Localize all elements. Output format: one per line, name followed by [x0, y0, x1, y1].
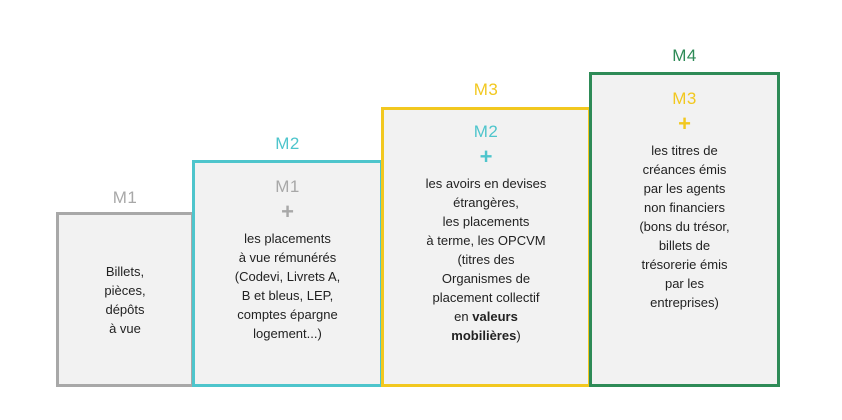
- m1-desc-line: dépôts: [105, 301, 145, 317]
- m3-desc-line: (titres des: [457, 252, 515, 267]
- m2-label: M2: [275, 134, 300, 153]
- m2-desc-line: à vue rémunérés: [238, 250, 337, 265]
- m3-desc-line: étrangères,: [453, 195, 519, 210]
- m4-desc-line: non financiers: [644, 200, 725, 215]
- m4-desc-line: trésorerie émis: [641, 257, 728, 272]
- m1-box: Billets, pièces, dépôts à vue: [56, 212, 194, 387]
- m3-desc-line: en valeurs: [426, 307, 547, 326]
- m2-inner-label: M1: [275, 177, 300, 196]
- m3-inner-label: M2: [473, 122, 499, 141]
- m3-desc-line: les avoirs en devises: [425, 176, 547, 191]
- m3-desc-line: Organismes de: [441, 271, 531, 286]
- m3-label: M3: [473, 80, 499, 99]
- m3-desc-line: mobilières): [426, 326, 547, 345]
- m3-box: M2 + les avoirs en devises étrangères, l…: [381, 107, 591, 387]
- m2-description: les placements à vue rémunérés (Codevi, …: [235, 229, 341, 343]
- m4-label: M4: [672, 46, 697, 65]
- m2-desc-line: les placements: [244, 231, 331, 246]
- m2-desc-line: B et bleus, LEP,: [241, 288, 334, 303]
- m4-box: M3 + les titres de créances émis par les…: [589, 72, 780, 387]
- m4-description: les titres de créances émis par les agen…: [639, 141, 729, 312]
- m4-desc-line: entreprises): [650, 295, 719, 310]
- m3-desc-line: à terme, les OPCVM: [426, 233, 546, 248]
- m3-desc-bold: valeurs: [472, 309, 518, 324]
- m4-desc-line: billets de: [658, 238, 711, 253]
- plus-icon: +: [678, 111, 691, 136]
- m4-inner-label: M3: [672, 89, 697, 108]
- m4-desc-line: créances émis: [642, 162, 727, 177]
- m3-desc-tail: ): [516, 328, 521, 343]
- m2-desc-line: comptes épargne: [237, 307, 338, 322]
- plus-icon: +: [281, 199, 294, 224]
- m2-desc-line: (Codevi, Livrets A,: [234, 269, 341, 284]
- m3-desc-en: en: [454, 309, 469, 324]
- m2-box: M1 + les placements à vue rémunérés (Cod…: [192, 160, 383, 387]
- m3-desc-line: les placements: [442, 214, 530, 229]
- m4-desc-line: les titres de: [651, 143, 718, 158]
- m4-desc-line: par les agents: [643, 181, 726, 196]
- m2-desc-line: logement...): [253, 326, 322, 341]
- m4-desc-line: par les: [664, 276, 704, 291]
- m4-desc-line: (bons du trésor,: [639, 219, 730, 234]
- m1-desc-line: Billets,: [105, 263, 145, 279]
- m3-description: les avoirs en devises étrangères, les pl…: [426, 174, 547, 345]
- m1-desc-line: pièces,: [104, 282, 146, 298]
- plus-icon: +: [479, 144, 493, 169]
- m1-label: M1: [112, 188, 138, 207]
- m3-desc-line: placement collectif: [432, 290, 540, 305]
- m3-desc-bold: mobilières: [451, 328, 517, 343]
- m1-desc-line: à vue: [109, 320, 141, 336]
- m1-description: Billets, pièces, dépôts à vue: [104, 262, 145, 338]
